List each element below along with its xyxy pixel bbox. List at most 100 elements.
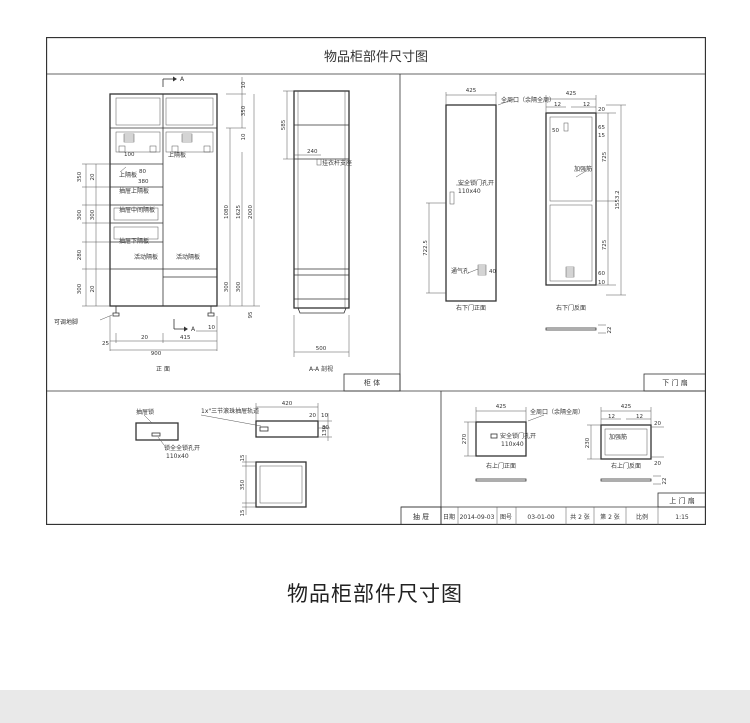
dim-bottom-e: 10 [208,325,215,331]
upper-door-front: 425 270 全周口（余隔全周） 安全锁门孔开 110x40 右上门正面 [462,404,584,482]
label-upper-panel-left: 上隔板 [119,171,137,179]
dim-left-1: 350 [77,171,83,182]
dim-left-3: 300 [77,209,83,220]
drawer-handle-label: 抽屉锁 [136,408,154,416]
section-view-label: A-A 剖视 [309,365,333,373]
drawer-right-c: 30 [322,425,329,431]
lower-vent-label: 通气孔 [451,267,469,275]
drawer-right-b: 10 [321,413,328,419]
dim-left-5: 280 [77,249,83,260]
tb-code-value: 03-01-00 [527,514,554,521]
tb-date-value: 2014-09-03 [460,514,495,521]
dim-top-a: 10 [241,81,247,88]
tb-sheet: 第 2 张 [600,513,620,521]
drawer-right-d: 130 [322,425,328,436]
sheet-frame [46,37,706,525]
lower-lock-note: 全周口（余隔全周） [501,96,555,104]
upper-door-section-label: 上 门 扇 [669,496,694,505]
upper-front-width: 425 [496,404,507,410]
dim-right-5: 300 [236,281,242,292]
title-block: 抽 屉 日期 2014-09-03 图号 03-01-00 共 2 张 第 2 … [400,506,706,525]
drawing-title: 物品柜部件尺寸图 [324,50,428,65]
drawer-lock-size: 110x40 [166,453,189,460]
upper-stiffener: 加强筋 [609,433,627,441]
upper-front-height: 270 [462,433,468,444]
label-hanger: 挂衣杆支座 [322,159,352,167]
lower-back-small-f: 15 [598,133,605,139]
dim-right-4: 300 [224,281,230,292]
dim-right-3: 2000 [248,205,254,219]
dim-bottom-c: 900 [151,351,162,357]
page-bottom-band [0,690,750,723]
lower-back-width: 425 [566,91,577,97]
lower-back-seg-a: 725 [602,151,608,162]
lower-back-small-g: 10 [598,280,605,286]
upper-lock-size: 110x40 [501,441,524,448]
lower-lock-hole: 安全锁门孔开 [458,179,494,187]
upper-lock-hole: 安全锁门孔开 [500,432,536,440]
lower-back-height: 1553.2 [615,190,621,209]
dim-left-6: 300 [77,283,83,294]
lower-back-small-c: 20 [598,107,605,113]
label-drawer-upper: 抽屉上隔板 [119,187,149,195]
upper-front-label: 右上门正面 [486,462,516,470]
dim-bottom-d: 20 [141,335,148,341]
lower-back-small-j: 22 [607,327,613,334]
label-activity-left: 活动隔板 [134,253,158,261]
label-drawer-mid: 抽屉中间隔板 [119,206,155,214]
cabinet-section-view: 挂衣杆支座 585 240 500 A-A 剖视 [281,90,352,373]
dim-bottom-a: 25 [102,341,109,347]
lower-lock-size: 110x40 [458,188,481,195]
dim-top-c: 10 [241,133,247,140]
lower-front-small-h: 40 [489,269,496,275]
upper-lock-note: 全周口（余隔全周） [530,408,584,416]
tb-code-label: 图号 [500,514,512,521]
cabinet-front-view: A A 上隔板 上隔板 抽屉上隔板 抽屉中间隔板 抽屉下隔板 活动隔板 活动隔板… [54,76,260,373]
label-drawer-lower: 抽屉下隔板 [119,237,149,245]
drawer-width: 420 [282,401,293,407]
dim-right-2: 1625 [236,205,242,219]
section-marker-bottom: A [191,326,196,333]
drawer-lock-label: 锁全全锁孔开 [164,444,200,452]
dim-section-bottom: 500 [316,346,327,352]
drawer-right-a: 20 [309,413,316,419]
drawer-lower-a: 15 [240,454,246,461]
dim-small-b: 80 [139,169,146,175]
lower-door-front: 425 722.5 全周口（余隔全周） 安全锁门孔开 110x40 通气孔 40… [423,88,555,312]
upper-back-small-b: 12 [636,414,643,420]
dim-small-c: 380 [138,179,149,185]
page-caption: 物品柜部件尺寸图 [287,582,463,606]
label-adjust-foot: 可调地脚 [54,318,78,326]
upper-back-small-d: 20 [654,461,661,467]
upper-door-back: 425 12 12 230 20 20 加强筋 右上门反面 22 [585,404,668,485]
tb-date-label: 日期 [443,513,455,521]
lower-back-small-d: 50 [552,128,559,134]
dim-left-2: 20 [90,173,96,180]
upper-back-small-a: 12 [608,414,615,420]
label-activity-right: 活动隔板 [176,253,200,261]
drawer-front-note: 1x"三节滚珠抽屉轨道 [201,407,259,415]
lower-front-height: 722.5 [423,240,429,256]
section-marker-top: A [180,76,185,83]
dim-bottom-b: 415 [180,335,191,341]
dim-left-7: 20 [90,285,96,292]
front-view-label: 正 面 [156,366,170,373]
lower-front-label: 右下门正面 [456,304,486,312]
tb-scale-value: 1:15 [675,514,689,521]
upper-back-label: 右上门反面 [611,462,641,470]
dim-section-top: 585 [281,119,287,130]
lower-back-label: 右下门反面 [556,304,586,312]
drawing-sheet: 物品柜部件尺寸图 柜 体 下 门 扇 上 门 扇 抽 屉 日期 2014-09-… [46,37,706,525]
dim-small-a: 100 [124,152,135,158]
upper-back-small-e: 22 [662,478,668,485]
lower-back-small-b: 12 [583,102,590,108]
lower-front-width: 425 [466,88,477,94]
dim-top-b: 350 [241,105,247,116]
lower-door-back: 425 12 12 20 50 65 15 725 725 1553.2 60 … [545,91,626,334]
lower-back-seg-b: 725 [602,239,608,250]
tb-scale-label: 比例 [636,513,648,521]
dim-right-1: 1080 [224,205,230,219]
lower-back-small-i: 60 [598,271,605,277]
dim-left-4: 300 [90,209,96,220]
label-upper-panel: 上隔板 [168,151,186,159]
